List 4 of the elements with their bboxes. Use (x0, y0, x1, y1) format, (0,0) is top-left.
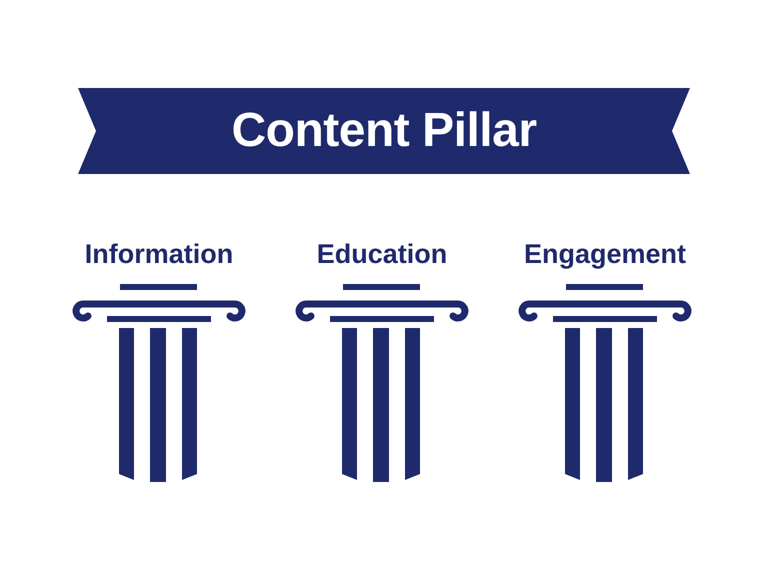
pillar-heading: Education (316, 238, 448, 270)
banner-title: Content Pillar (231, 103, 537, 159)
pillar-heading: Engagement (524, 238, 686, 270)
pillar-heading: Information (84, 238, 234, 270)
